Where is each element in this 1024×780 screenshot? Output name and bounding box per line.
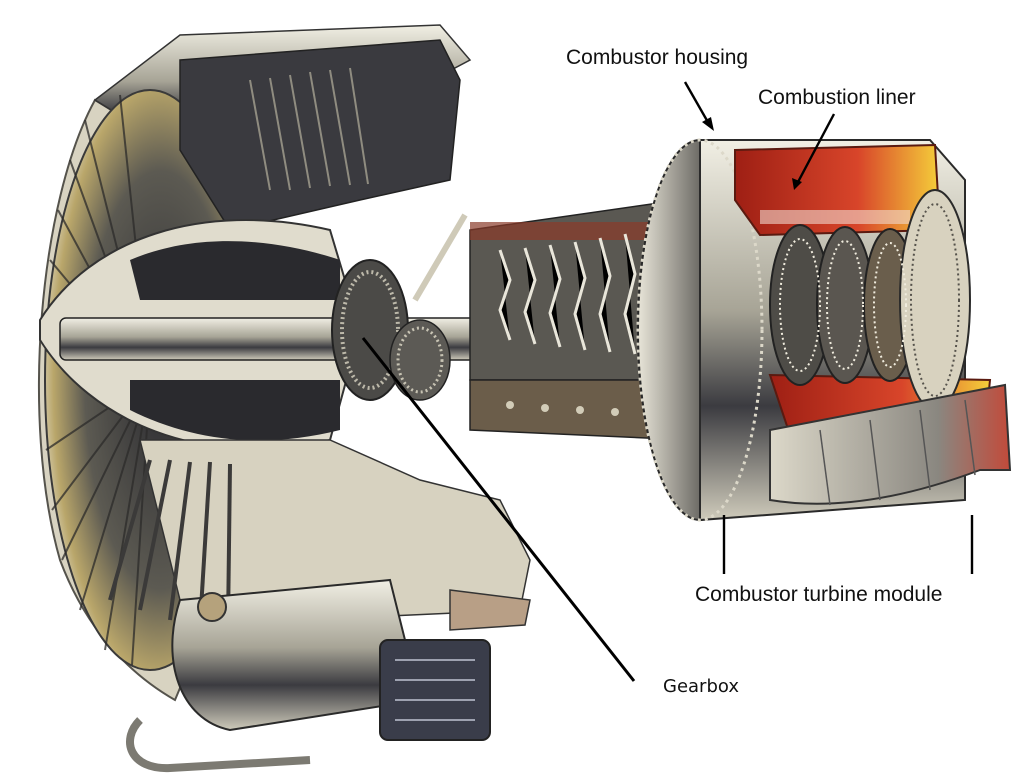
label-combustor-housing: Combustor housing xyxy=(566,46,749,69)
exhaust-nozzle xyxy=(769,383,1012,505)
bypass-duct-upper xyxy=(179,39,461,231)
gearbox xyxy=(331,259,451,401)
accessory-gearbox xyxy=(126,578,531,773)
gearbox-leader xyxy=(361,337,636,682)
combustor-housing-arrowhead xyxy=(702,117,714,131)
combustion-liner-arrowhead xyxy=(792,178,802,190)
core-casing xyxy=(130,241,340,300)
support-strut xyxy=(412,213,468,302)
label-combustion-liner: Combustion liner xyxy=(758,86,916,109)
combustion-liner-leader xyxy=(796,113,836,183)
label-gearbox: Gearbox xyxy=(663,676,739,697)
label-combustor-turbine-module: Combustor turbine module xyxy=(695,583,943,606)
nozzle-seams xyxy=(819,399,976,506)
combustor-housing-leader xyxy=(683,81,711,125)
outlet-guide-vanes xyxy=(249,67,369,191)
annotation-leaders xyxy=(361,81,974,682)
turbine-stages xyxy=(769,189,971,411)
